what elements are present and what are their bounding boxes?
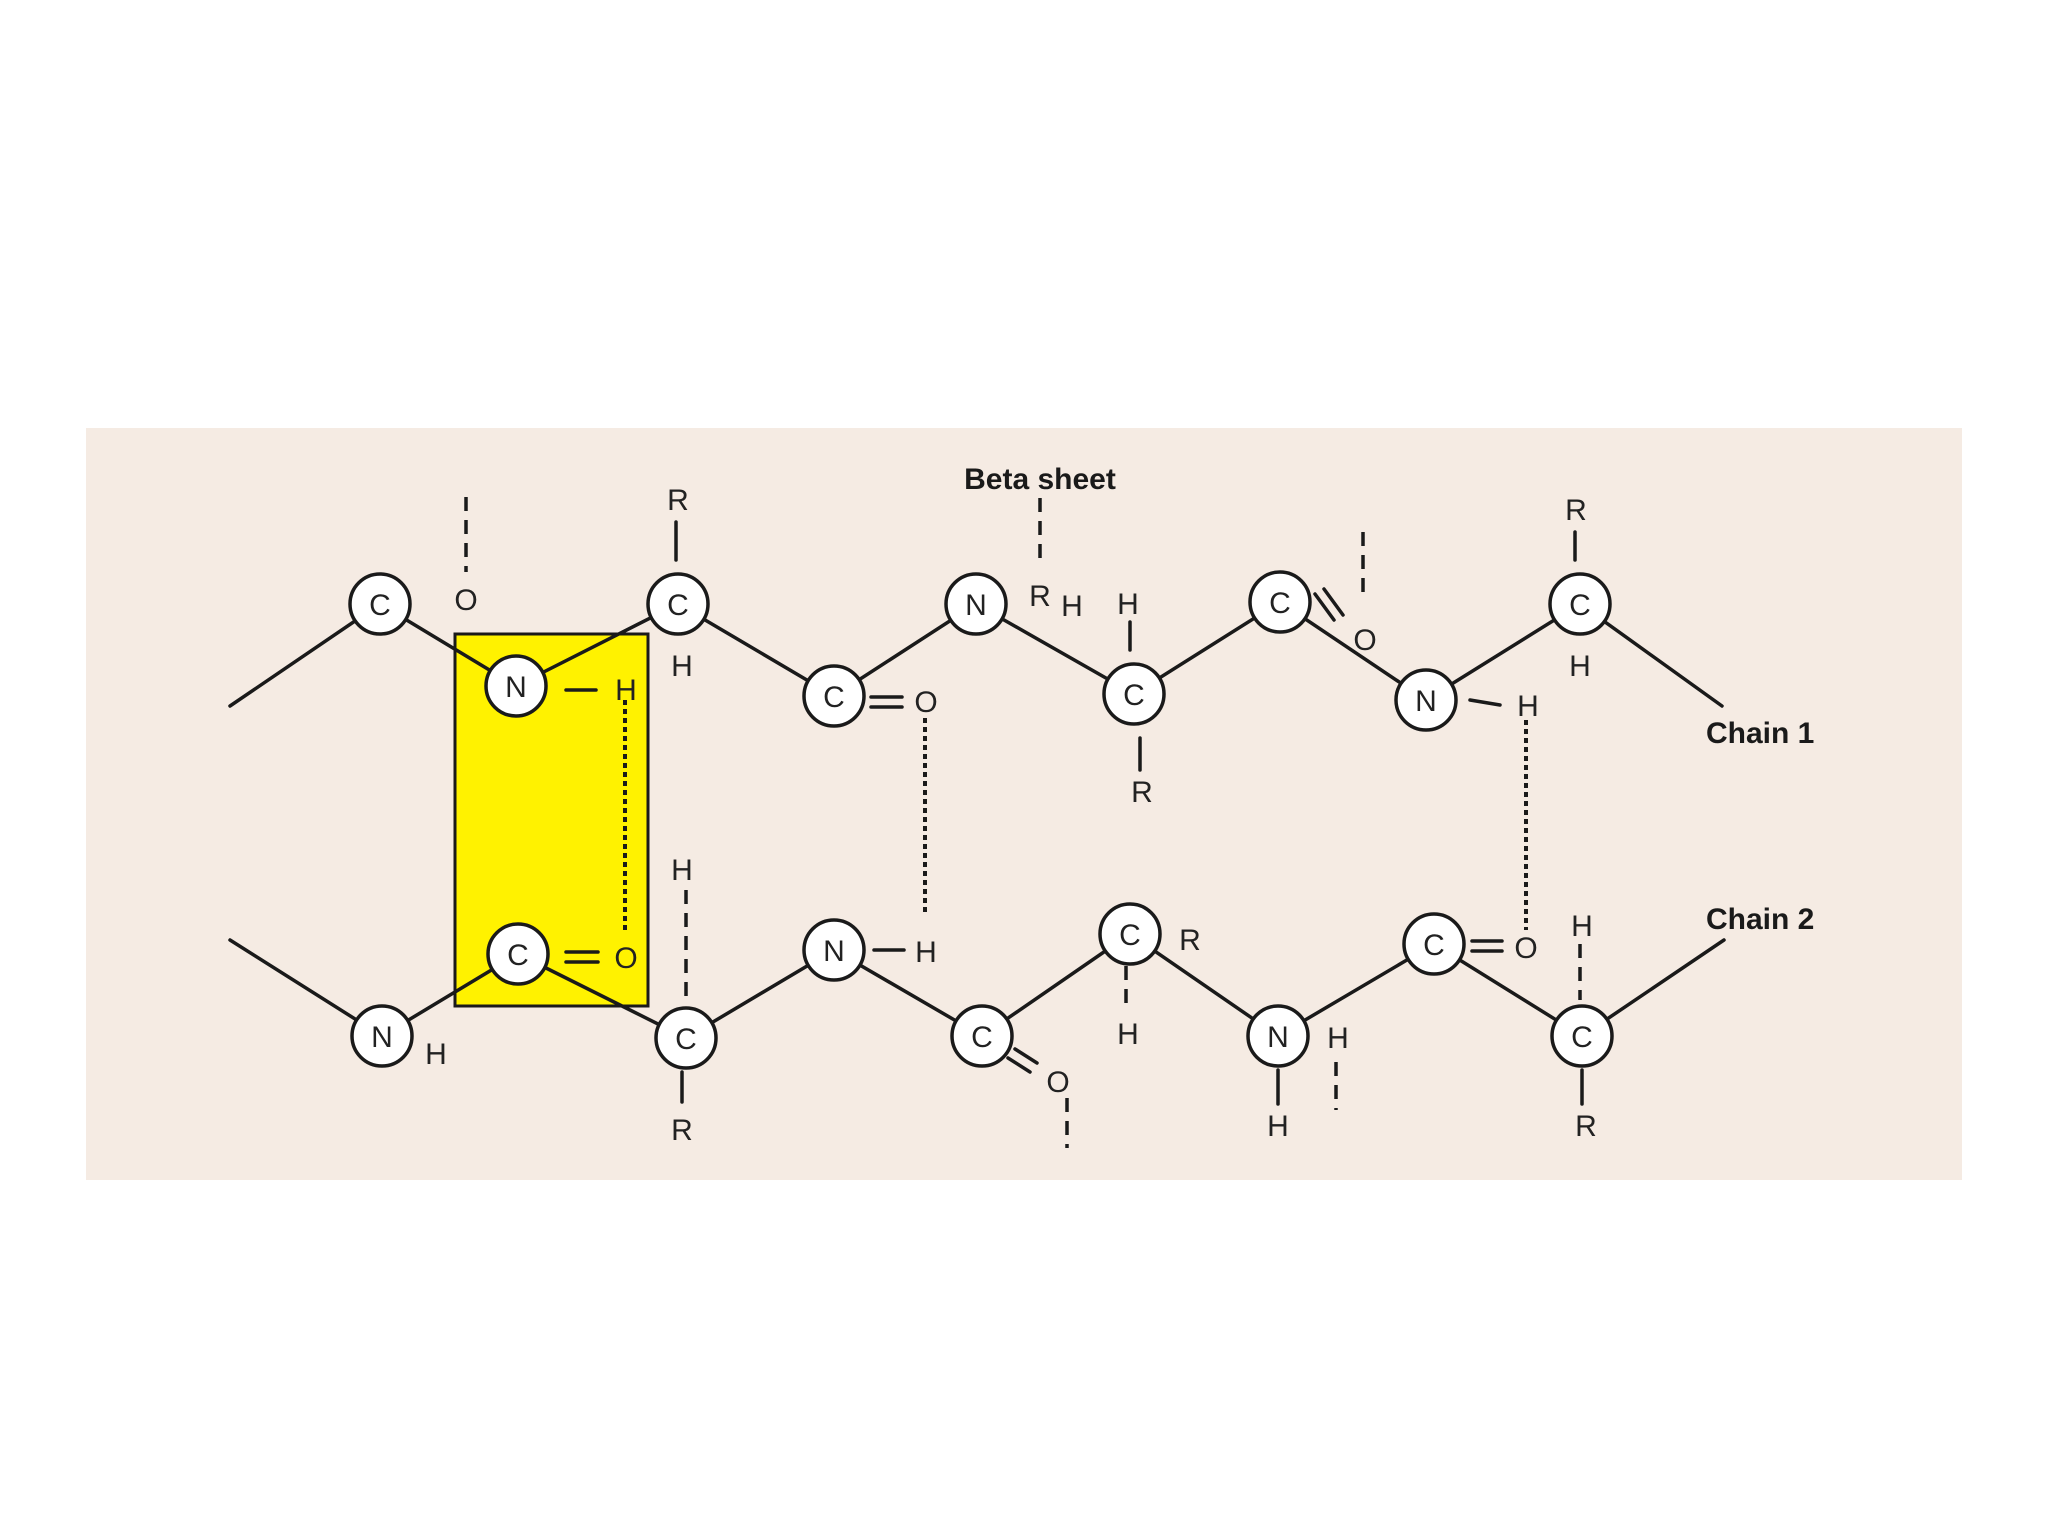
atom-c: C bbox=[654, 1006, 718, 1070]
svg-text:C: C bbox=[369, 589, 391, 622]
atom-o: O bbox=[914, 686, 937, 719]
svg-text:C: C bbox=[823, 681, 845, 714]
chain-1-label: Chain 1 bbox=[1706, 717, 1814, 750]
atom-n: N bbox=[350, 1004, 414, 1068]
svg-text:C: C bbox=[507, 939, 529, 972]
atom-r: R bbox=[667, 484, 689, 517]
chain-2-side-groups bbox=[564, 890, 1584, 1148]
atom-n: N bbox=[944, 572, 1008, 636]
atom-c: C bbox=[1098, 902, 1162, 966]
atom-c: C bbox=[1248, 570, 1312, 634]
chain-2-atoms: N C C N C C N C bbox=[350, 902, 1614, 1070]
atom-r: R bbox=[1131, 776, 1153, 809]
atom-c: C bbox=[486, 922, 550, 986]
atom-h: H bbox=[1327, 1022, 1349, 1055]
atom-h: H bbox=[671, 650, 693, 683]
atom-h: H bbox=[915, 936, 937, 969]
chain-1-side-groups bbox=[464, 497, 1577, 930]
svg-text:N: N bbox=[371, 1021, 393, 1054]
svg-text:N: N bbox=[505, 671, 527, 704]
chain-2-label: Chain 2 bbox=[1706, 903, 1814, 936]
chain-2-substituent-labels: H O H R H O R H H H O H R bbox=[425, 854, 1597, 1147]
atom-c: C bbox=[1550, 1004, 1614, 1068]
diagram-title: Beta sheet bbox=[964, 463, 1116, 496]
atom-n: N bbox=[802, 918, 866, 982]
atom-o: O bbox=[1046, 1066, 1069, 1099]
atom-c: C bbox=[1548, 572, 1612, 636]
atom-n: N bbox=[1394, 668, 1458, 732]
svg-text:N: N bbox=[823, 935, 845, 968]
svg-text:C: C bbox=[1123, 679, 1145, 712]
atom-c: C bbox=[950, 1004, 1014, 1068]
atom-h: H bbox=[1267, 1110, 1289, 1143]
svg-text:C: C bbox=[971, 1021, 993, 1054]
atom-r: R bbox=[1029, 580, 1051, 613]
atom-n: N bbox=[1246, 1004, 1310, 1068]
atom-c: C bbox=[348, 572, 412, 636]
atom-h: H bbox=[1117, 588, 1139, 621]
atom-o: O bbox=[614, 942, 637, 975]
atom-r: R bbox=[1575, 1110, 1597, 1143]
svg-text:C: C bbox=[1569, 589, 1591, 622]
atom-r: R bbox=[671, 1114, 693, 1147]
atom-r: R bbox=[1179, 924, 1201, 957]
atom-n: N bbox=[484, 654, 548, 718]
svg-text:C: C bbox=[675, 1023, 697, 1056]
atom-o: O bbox=[1514, 932, 1537, 965]
chain-1-substituent-labels: O R H H O R H H R O H R H bbox=[454, 484, 1591, 809]
atom-h: H bbox=[1117, 1018, 1139, 1051]
svg-text:C: C bbox=[1423, 929, 1445, 962]
svg-text:N: N bbox=[1267, 1021, 1289, 1054]
atom-c: C bbox=[1102, 662, 1166, 726]
atom-o: O bbox=[1353, 624, 1376, 657]
atom-h: H bbox=[1571, 910, 1593, 943]
svg-text:C: C bbox=[1269, 587, 1291, 620]
atom-h: H bbox=[1569, 650, 1591, 683]
atom-h: H bbox=[1061, 590, 1083, 623]
svg-text:C: C bbox=[1119, 919, 1141, 952]
atom-h: H bbox=[1517, 690, 1539, 723]
svg-text:C: C bbox=[1571, 1021, 1593, 1054]
atom-h: H bbox=[425, 1038, 447, 1071]
atom-o: O bbox=[454, 584, 477, 617]
atom-c: C bbox=[802, 664, 866, 728]
atom-c: C bbox=[1402, 912, 1466, 976]
atom-h: H bbox=[615, 674, 637, 707]
atom-h: H bbox=[671, 854, 693, 887]
svg-text:N: N bbox=[1415, 685, 1437, 718]
atom-r: R bbox=[1565, 494, 1587, 527]
atom-c: C bbox=[646, 572, 710, 636]
svg-text:N: N bbox=[965, 589, 987, 622]
chain-1-atoms: C N C C N C C N bbox=[348, 570, 1612, 732]
svg-text:C: C bbox=[667, 589, 689, 622]
